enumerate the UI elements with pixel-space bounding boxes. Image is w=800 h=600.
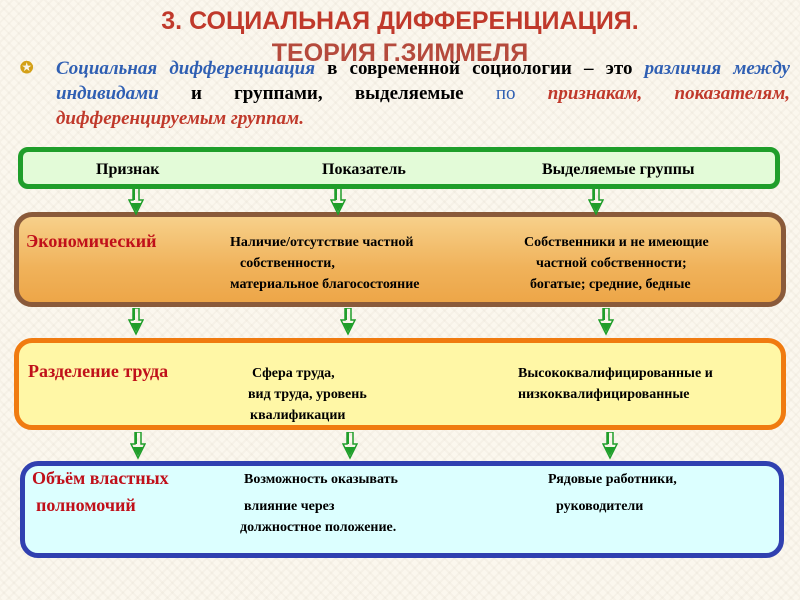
arrow-down-icon [340, 308, 356, 336]
arrow-down-icon [128, 308, 144, 336]
arrow-down-icon [588, 188, 604, 216]
arrow-down-icon [330, 188, 346, 216]
row-power-groups-2: руководители [556, 499, 644, 514]
slide-title-line2: ТЕОРИЯ Г.ЗИММЕЛЯ [271, 39, 529, 67]
row-power-criterion-2: полномочий [36, 495, 136, 515]
intro-part2: и группами, выделяемые [158, 83, 496, 104]
arrow-down-icon [598, 308, 614, 336]
row-economic-groups-3: богатые; средние, бедные [530, 277, 691, 292]
intro-paragraph: ✪ Социальная дифференциация в современно… [20, 56, 790, 131]
row-labor-groups-2: низкоквалифицированные [518, 387, 690, 402]
intro-term: Социальная дифференциация [56, 58, 316, 79]
row-power-panel [20, 461, 784, 558]
intro-by: по [495, 83, 516, 104]
row-power-indicator-3: должностное положение. [240, 520, 397, 535]
row-labor-indicator-3: квалификации [250, 408, 346, 423]
row-economic-groups-1: Собственники и не имеющие [524, 235, 709, 250]
header-panel [18, 147, 780, 189]
row-labor-indicator-2: вид труда, уровень [248, 387, 367, 402]
arrow-down-icon [130, 432, 146, 460]
arrow-down-icon [602, 432, 618, 460]
row-economic-indicator-2: собственности, [240, 256, 335, 271]
header-indicator: Показатель [322, 161, 406, 178]
intro-criteria: признакам, показателям, дифференцируемым… [56, 83, 790, 129]
row-economic-criterion: Экономический [26, 231, 157, 251]
row-economic-indicator-1: Наличие/отсутствие частной [230, 235, 414, 250]
header-groups: Выделяемые группы [542, 161, 695, 178]
row-power-indicator-2: влияние через [244, 499, 335, 514]
arrow-down-icon [128, 188, 144, 216]
header-criterion: Признак [96, 161, 160, 178]
row-labor-groups-1: Высококвалифицированные и [518, 366, 713, 381]
row-power-groups-1: Рядовые работники, [548, 472, 677, 487]
row-economic-indicator-3: материальное благосостояние [230, 277, 420, 292]
slide-title-line1: 3. СОЦИАЛЬНАЯ ДИФФЕРЕНЦИАЦИЯ. [161, 7, 639, 35]
row-economic-groups-2: частной собственности; [536, 256, 687, 271]
arrow-down-icon [342, 432, 358, 460]
row-labor-criterion: Разделение труда [28, 361, 169, 381]
row-power-indicator-1: Возможность оказывать [244, 472, 398, 487]
intro-part1: в современной социологии – это [315, 58, 645, 79]
row-economic-panel [14, 212, 786, 307]
row-power-criterion-1: Объём властных [32, 468, 169, 488]
bullet-icon: ✪ [20, 60, 34, 77]
row-labor-panel [14, 338, 786, 430]
intro-differences: различия между индивидами [56, 58, 790, 104]
row-labor-indicator-1: Сфера труда, [252, 366, 335, 381]
